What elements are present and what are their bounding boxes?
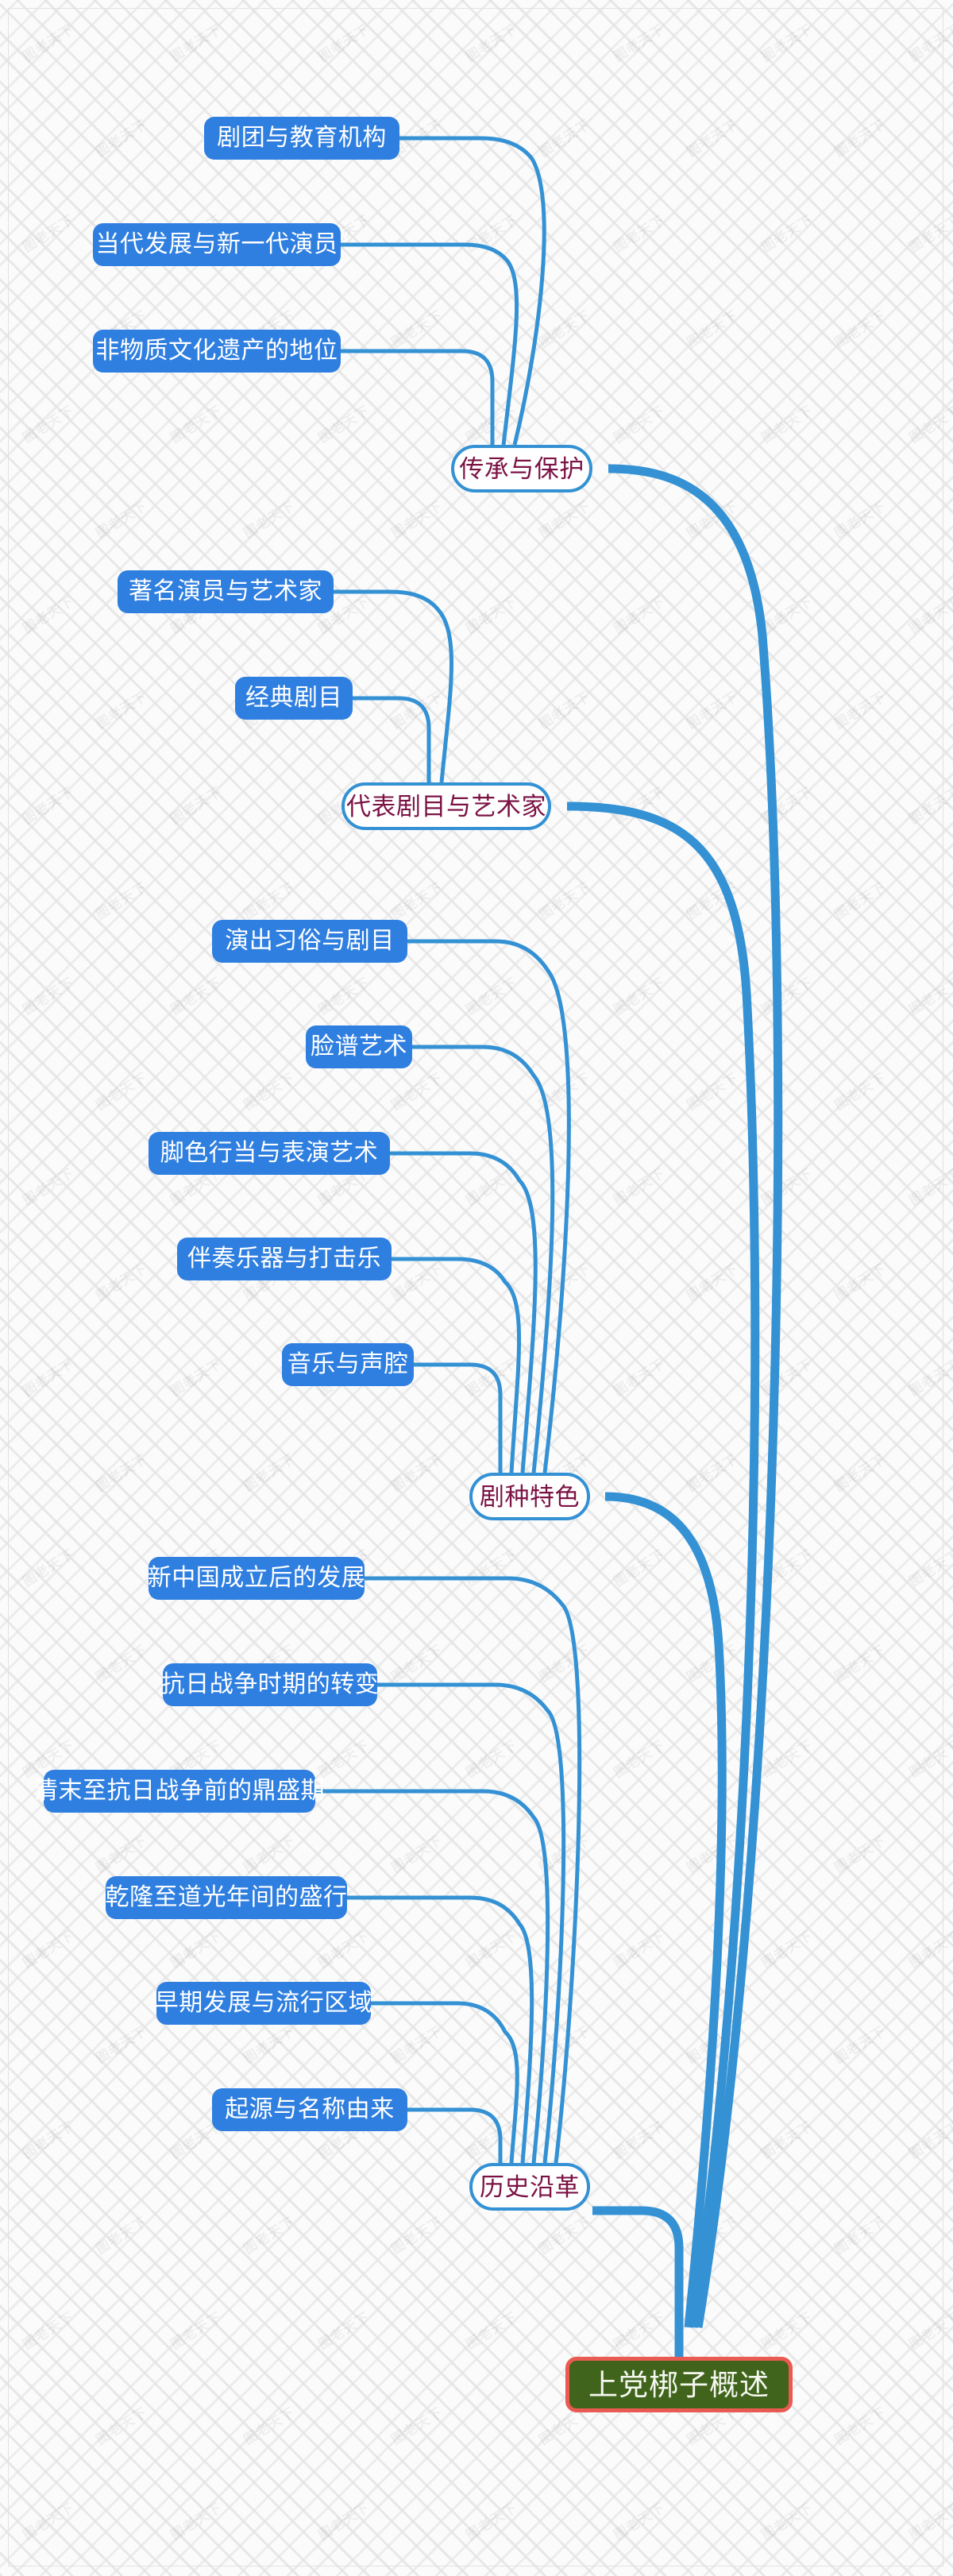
edge-root-to-chuancheng: [608, 464, 783, 2328]
edge-daibiao-child-1: [334, 589, 453, 783]
leaf-node-tese-3[interactable]: 伴奏乐器与打击乐: [177, 1238, 392, 1280]
leaf-node-lishi-2[interactable]: 清末至抗日战争前的鼎盛期: [34, 1770, 325, 1813]
leaf-node-daibiao-1[interactable]: 经典剧目: [235, 677, 353, 720]
edge-lishi-child-1: [371, 2001, 519, 2164]
edge-chuancheng-child-1: [341, 242, 519, 446]
leaf-node-lishi-4[interactable]: 早期发展与流行区域: [155, 1982, 372, 2025]
branch-node-lishi[interactable]: 历史沿革: [469, 2163, 590, 2211]
edge-chuancheng-child-0: [341, 349, 495, 445]
edge-root-to-tese: [604, 1492, 727, 2328]
leaf-node-chuancheng-2[interactable]: 非物质文化遗产的地位: [93, 330, 341, 373]
edge-tese-child-4: [407, 939, 571, 1473]
edge-lishi-child-5: [365, 1576, 582, 2164]
edge-tese-child-0: [414, 1362, 503, 1473]
leaf-node-lishi-1[interactable]: 抗日战争时期的转变: [161, 1663, 379, 1706]
leaf-node-tese-1[interactable]: 脸谱艺术: [306, 1025, 412, 1068]
edge-lishi-child-3: [315, 1789, 550, 2164]
edge-root-to-daibiao: [566, 801, 760, 2328]
edge-lishi-child-2: [347, 1895, 534, 2164]
leaf-node-daibiao-0[interactable]: 著名演员与艺术家: [118, 570, 334, 613]
branch-node-tese[interactable]: 剧种特色: [469, 1473, 590, 1520]
edge-tese-child-1: [392, 1257, 521, 1473]
leaf-node-lishi-3[interactable]: 乾隆至道光年间的盛行: [106, 1876, 347, 1919]
branch-node-chuancheng[interactable]: 传承与保护: [451, 445, 592, 492]
leaf-node-lishi-0[interactable]: 新中国成立后的发展: [148, 1557, 365, 1600]
leaf-node-chuancheng-1[interactable]: 当代发展与新一代演员: [93, 223, 341, 266]
leaf-node-tese-0[interactable]: 演出习俗与剧目: [212, 920, 407, 963]
edge-lishi-child-0: [407, 2107, 503, 2163]
edge-chuancheng-child-2: [399, 136, 546, 446]
edge-tese-child-2: [390, 1151, 538, 1473]
edge-root-to-lishi: [592, 2206, 684, 2327]
leaf-node-tese-2[interactable]: 脚色行当与表演艺术: [149, 1132, 390, 1175]
leaf-node-lishi-5[interactable]: 起源与名称由来: [212, 2088, 407, 2131]
leaf-node-tese-4[interactable]: 音乐与声腔: [282, 1343, 414, 1386]
leaf-node-chuancheng-0[interactable]: 剧团与教育机构: [204, 117, 399, 160]
branch-node-daibiao[interactable]: 代表剧目与艺术家: [341, 782, 551, 830]
edge-tese-child-3: [412, 1045, 555, 1473]
edge-lishi-child-4: [377, 1682, 566, 2164]
root-node-shangdang-bangzi[interactable]: 上党梆子概述: [565, 2357, 793, 2412]
edge-daibiao-child-0: [353, 696, 431, 782]
